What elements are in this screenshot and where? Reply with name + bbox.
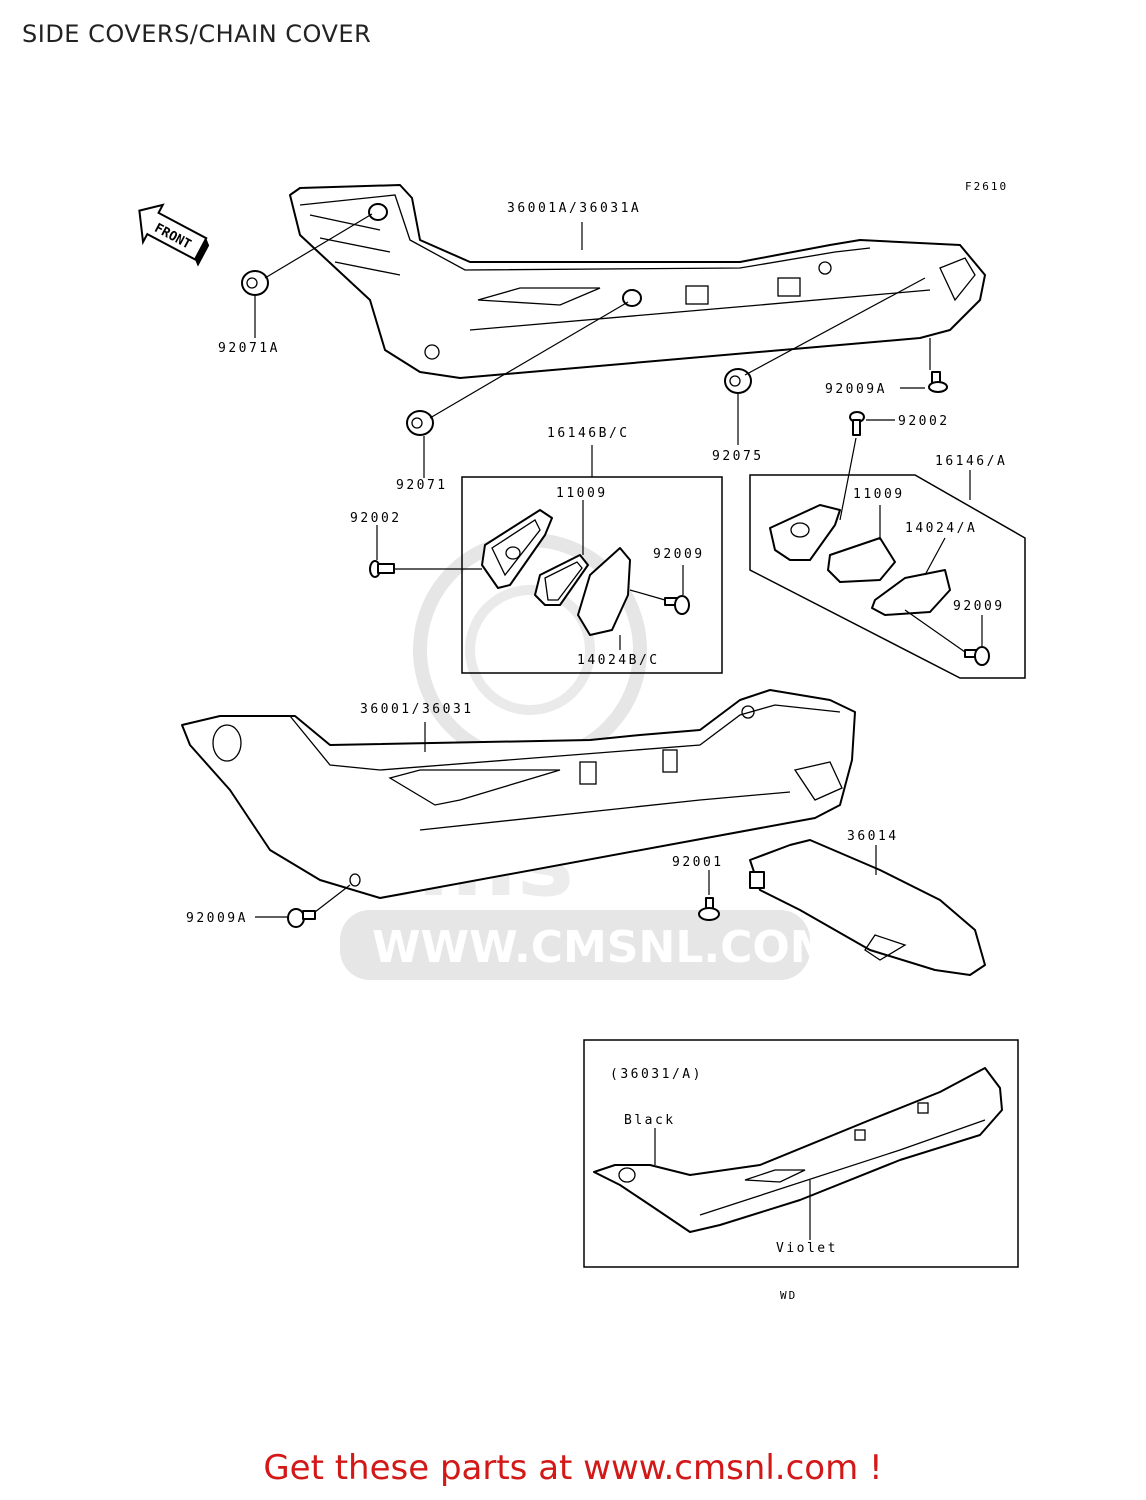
front-arrow-icon: FRONT [138, 203, 210, 267]
lens-14024BC [577, 547, 631, 636]
screw-92009-left [664, 595, 690, 615]
figure-code: F2610 [965, 180, 1008, 193]
turn-signal-housing-right [769, 504, 841, 561]
turn-signal-housing-left [481, 509, 553, 589]
label-92009-left: 92009 [653, 547, 705, 562]
label-14024BC: 14024B/C [577, 653, 660, 668]
label-92071A: 92071A [218, 341, 280, 356]
label-92001: 92001 [672, 855, 724, 870]
label-92009-right: 92009 [953, 599, 1005, 614]
label-11009-right: 11009 [853, 487, 905, 502]
label-92009A-bottom: 92009A [186, 911, 248, 926]
footer-promo-link[interactable]: Get these parts at www.cmsnl.com ! [263, 1448, 883, 1488]
screw-92001 [698, 897, 720, 921]
grommet-92071A [241, 270, 269, 296]
lens-gasket-11009-left [534, 554, 589, 606]
lens-gasket-11009-right [827, 537, 896, 583]
watermark-url: WWW.CMSNL.COM [372, 922, 834, 973]
label-36001A: 36001A/36031A [507, 201, 641, 216]
page-title: SIDE COVERS/CHAIN COVER [22, 20, 372, 48]
lower-side-cover-36001 [181, 689, 856, 899]
grommet-92075 [724, 368, 752, 394]
color-variant-inset: (36031/A) Black Violet [583, 1039, 1019, 1268]
label-92002-top: 92002 [898, 414, 950, 429]
label-92009A-top: 92009A [825, 382, 887, 397]
screw-92009-right [964, 646, 990, 666]
label-11009-left: 11009 [556, 486, 608, 501]
label-16146A: 16146/A [935, 454, 1007, 469]
label-92071: 92071 [396, 478, 448, 493]
screw-92009A-bottom [287, 908, 316, 928]
inset-label-black: Black [624, 1113, 676, 1128]
screw-92009A-top [928, 371, 948, 393]
grommet-92071 [406, 410, 434, 436]
lens-14024A [871, 569, 951, 616]
cmsnl-watermark: cms WWW.CMSNL.COM [340, 533, 834, 980]
screw-92002-top [849, 411, 865, 436]
screw-92002-left [369, 560, 395, 578]
chain-cover-36014 [749, 839, 986, 976]
label-92075: 92075 [712, 449, 764, 464]
turn-signal-right-box [749, 474, 1026, 679]
model-code: WD [780, 1289, 797, 1302]
label-16146BC: 16146B/C [547, 426, 630, 441]
inset-label-violet: Violet [776, 1241, 838, 1256]
label-36001: 36001/36031 [360, 702, 474, 717]
label-36014: 36014 [847, 829, 899, 844]
label-92002-left: 92002 [350, 511, 402, 526]
label-14024A: 14024/A [905, 521, 977, 536]
inset-title: (36031/A) [610, 1067, 703, 1082]
